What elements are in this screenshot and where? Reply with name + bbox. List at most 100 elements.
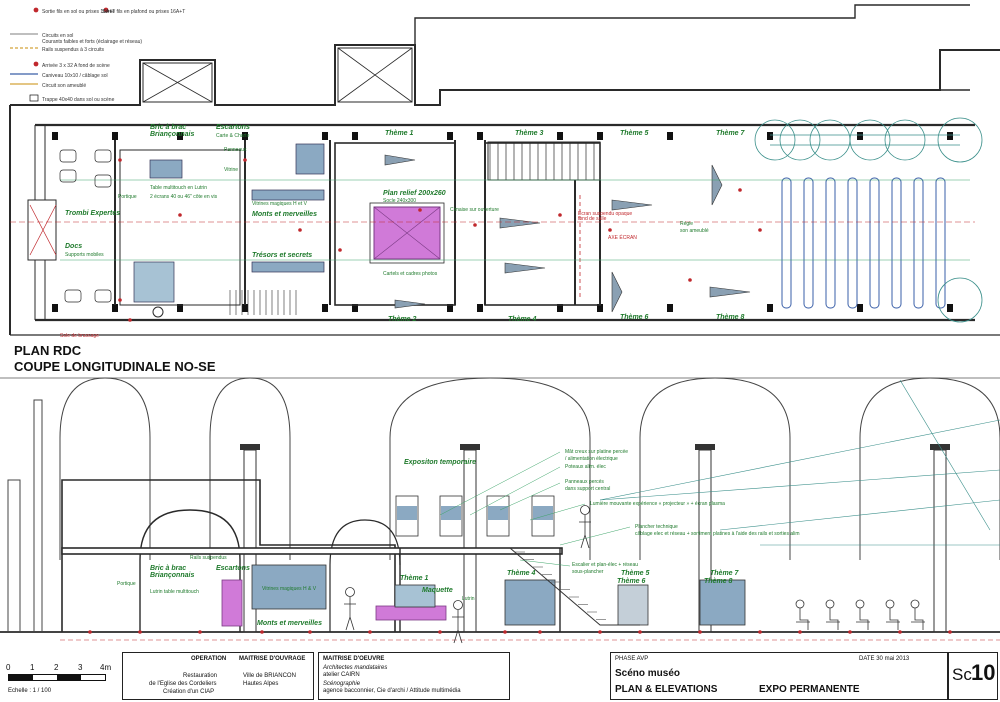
section-vault-arch [209, 377, 291, 560]
section-visitor-figure [886, 608, 900, 630]
titleblock-operation: OPERATION MAITRISE D'OUVRAGE Restauratio… [122, 652, 314, 700]
section-stair [509, 547, 640, 626]
section-note: / alimentation électrique [565, 456, 618, 462]
section-power-outlet [538, 630, 542, 634]
section-vault-arch [59, 377, 151, 560]
plan-power-outlet [243, 158, 247, 162]
plan-seat-row [847, 177, 858, 309]
section-label-theme6: Thème 6 [617, 578, 646, 585]
plan-power-outlet [688, 278, 692, 282]
section-power-outlet [598, 630, 602, 634]
plan-theme-panel [504, 262, 546, 274]
label-ecran-suspendu: Écran suspendu opaque fond de salle [578, 211, 633, 222]
section-label-theme1: Thème 1 [400, 575, 429, 582]
plan-pillar [667, 304, 673, 312]
section-note: Panneaux percés [565, 479, 604, 485]
section-note: sous-plancher [572, 569, 604, 575]
plan-lighting-circle [754, 119, 796, 161]
sheet-code-number: 10 [971, 660, 996, 685]
scale-tick-label: 3 [78, 663, 83, 672]
label-theme3: Thème 3 [515, 130, 544, 137]
label-axe-ecran: AXE ÉCRAN [608, 235, 637, 241]
section-leader-line [519, 559, 571, 567]
section-projection-line [599, 469, 1000, 501]
section-escartons-panel [221, 579, 243, 627]
oeuvre-head: MAITRISE D'OEUVRE [323, 656, 385, 662]
section-power-outlet [88, 630, 92, 634]
section-visitor-figure [796, 608, 810, 630]
label-theme5: Thème 5 [620, 130, 649, 137]
label-socle-rouge: Sole de brassage [60, 333, 99, 339]
legend-item: Trappe 40x40 dans sol ou scène [42, 97, 115, 103]
plan-pillar [52, 304, 58, 312]
section-label-portique: Portique [117, 581, 136, 587]
plan-pillar [447, 132, 453, 140]
section-power-outlet [368, 630, 372, 634]
section-theme-box [504, 579, 556, 626]
section-vault-arch [389, 377, 591, 560]
scale-tick-label: 2 [54, 663, 59, 672]
section-power-outlet [198, 630, 202, 634]
section-note: Escalier et plan-élec + réseau [572, 562, 639, 568]
section-visitor-figure [885, 599, 895, 609]
plan-lighting-circle [779, 119, 821, 161]
plan-fixture [64, 289, 82, 303]
plan-seat-row [869, 177, 880, 309]
section-leader-line [469, 466, 561, 516]
label-theme7: Thème 7 [716, 130, 745, 137]
section-power-outlet [638, 630, 642, 634]
sheet-code-prefix: Sc [952, 665, 972, 684]
section-label-theme5: Thème 5 [621, 570, 650, 577]
scale-bar: 0 1 2 3 4m Echelle : 1 / 100 [6, 652, 118, 698]
legend-item: Circuits en sol [42, 33, 74, 39]
section-leader-line [559, 526, 631, 546]
label-theme1: Thème 1 [385, 130, 414, 137]
ouvrage-line: Hautes Alpes [243, 681, 279, 687]
section-mezzanine-floor [61, 547, 563, 555]
legend-swatch [33, 7, 39, 13]
label-plan-relief-sub: Socle 240x300 [383, 198, 417, 204]
label-trombi: Trombi Expertes [65, 210, 121, 217]
section-projection-line [599, 419, 1000, 501]
plan-pillar [322, 132, 328, 140]
legend-item: Sortie fils en plafond ou prises 16A+T [102, 9, 186, 15]
label-plan-relief: Plan relief 200x260 [383, 190, 446, 197]
section-leader-line [529, 503, 586, 521]
section-label-maquette: Maquette [422, 587, 453, 594]
legend-item: Sortie fils en sol ou prises 16A+T [42, 9, 116, 15]
plan-lighting-circle [849, 119, 891, 161]
plan-pillar [112, 132, 118, 140]
plan-fixture [59, 169, 77, 183]
section-visitor-figure [453, 600, 463, 610]
plan-power-outlet [298, 228, 302, 232]
section-power-outlet [698, 630, 702, 634]
ground-floor-plan [9, 4, 1000, 336]
section-visitor-figure [345, 587, 355, 597]
plan-entrance [27, 199, 57, 261]
plan-power-outlet [128, 318, 132, 322]
plan-fixture [152, 306, 164, 318]
plan-power-outlet [738, 188, 742, 192]
section-column [463, 449, 477, 633]
plan-vitrine [149, 159, 183, 179]
oeuvre-line: atelier CAIRN [323, 672, 360, 678]
label-cartels: Cartels et cadres photos [383, 271, 438, 277]
plan-seat-row [781, 177, 792, 309]
sheet-subtitle: EXPO PERMANENTE [759, 684, 860, 695]
label-table-multi: Table multitouch en Lutrin [150, 185, 207, 191]
section-label-expo: Expositon temporaire [404, 459, 476, 466]
section-visitor-figure [911, 608, 925, 630]
section-label-lutrin: Lutrin table multitouch [150, 589, 199, 595]
section-projection-line [899, 379, 991, 531]
plan-power-outlet [473, 223, 477, 227]
plan-power-outlet [758, 228, 762, 232]
section-visitor-figure [855, 599, 865, 609]
plan-power-outlet [118, 298, 122, 302]
label-theme6: Thème 6 [620, 314, 649, 321]
plan-seat-row [935, 177, 946, 309]
section-vitrine-magique [251, 564, 327, 610]
plan-room-bric [119, 149, 241, 306]
section-power-outlet [848, 630, 852, 634]
section-visitor-figure [452, 610, 464, 644]
